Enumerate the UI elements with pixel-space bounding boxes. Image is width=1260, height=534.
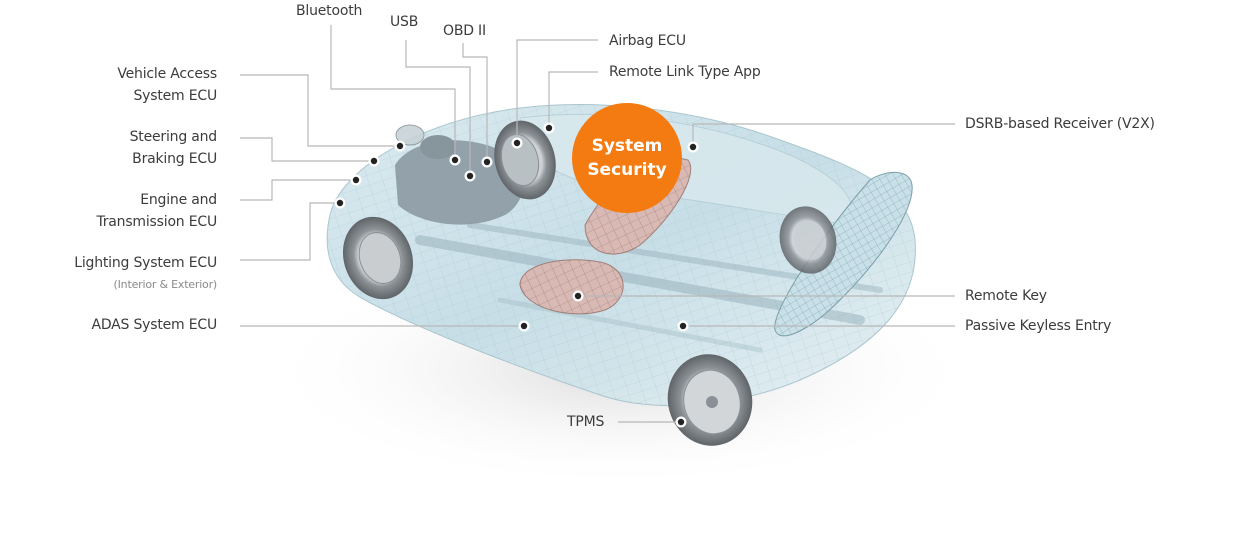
label-vehicle-access-line1: Vehicle Access	[117, 66, 217, 82]
label-passive-keyless-entry: Passive Keyless Entry	[965, 318, 1112, 334]
label-steering-line2: Braking ECU	[132, 151, 217, 167]
label-engine-line1: Engine and	[140, 192, 217, 208]
marker-dot-pke	[679, 322, 687, 330]
wheel-front-right	[494, 120, 556, 200]
leader-obd	[462, 43, 488, 162]
label-tpms: TPMS	[567, 414, 605, 430]
label-lighting-system-ecu: Lighting System ECU (Interior & Exterior…	[74, 252, 217, 296]
label-dsrb-receiver: DSRB-based Receiver (V2X)	[965, 116, 1155, 132]
system-security-badge: System Security	[572, 103, 682, 213]
wheel-rear-right	[779, 206, 837, 274]
leader-airbag	[516, 39, 598, 143]
label-usb: USB	[390, 14, 419, 30]
marker-dot-lighting	[336, 199, 344, 207]
marker-dot-dsrb	[689, 143, 697, 151]
leader-engine	[240, 179, 356, 201]
label-vehicle-access-ecu: Vehicle Access System ECU	[117, 63, 217, 107]
wheel-front-left	[342, 216, 414, 300]
marker-dot-airbag	[513, 139, 521, 147]
leader-remote-link	[548, 71, 598, 128]
label-airbag-ecu: Airbag ECU	[609, 33, 686, 49]
marker-dot-adas	[520, 322, 528, 330]
marker-dot-steering	[370, 157, 378, 165]
badge-line-2: Security	[587, 160, 667, 180]
marker-dot-engine	[352, 176, 360, 184]
leader-usb	[405, 40, 471, 176]
label-vehicle-access-line2: System ECU	[133, 88, 217, 104]
label-remote-link-app: Remote Link Type App	[609, 64, 761, 80]
leader-dsrb	[692, 123, 955, 147]
badge-line-1: System	[591, 136, 663, 156]
leader-vehicle-access	[240, 74, 400, 147]
label-steering-braking-ecu: Steering and Braking ECU	[129, 126, 218, 170]
marker-dot-tpms	[677, 418, 685, 426]
label-engine-line2: Transmission ECU	[96, 214, 217, 230]
label-steering-line1: Steering and	[129, 129, 218, 145]
label-obd: OBD II	[443, 23, 486, 39]
label-lighting-line1: Lighting System ECU	[74, 255, 217, 271]
marker-dot-obd	[483, 158, 491, 166]
label-adas-ecu: ADAS System ECU	[91, 317, 217, 333]
marker-dot-remote-link	[545, 124, 553, 132]
label-remote-key: Remote Key	[965, 288, 1047, 304]
leader-bluetooth	[330, 25, 456, 160]
marker-dot-remote-key	[574, 292, 582, 300]
label-bluetooth: Bluetooth	[296, 3, 363, 19]
marker-dot-vehicle-access	[396, 142, 404, 150]
leader-steering	[240, 137, 374, 162]
leader-lighting	[240, 202, 340, 261]
spare-wheel-frame	[774, 171, 913, 337]
marker-dot-usb	[466, 172, 474, 180]
marker-dot-bluetooth	[451, 156, 459, 164]
label-lighting-sub: (Interior & Exterior)	[113, 278, 218, 291]
label-engine-transmission-ecu: Engine and Transmission ECU	[96, 189, 217, 233]
wheel-rear-left	[667, 354, 753, 446]
